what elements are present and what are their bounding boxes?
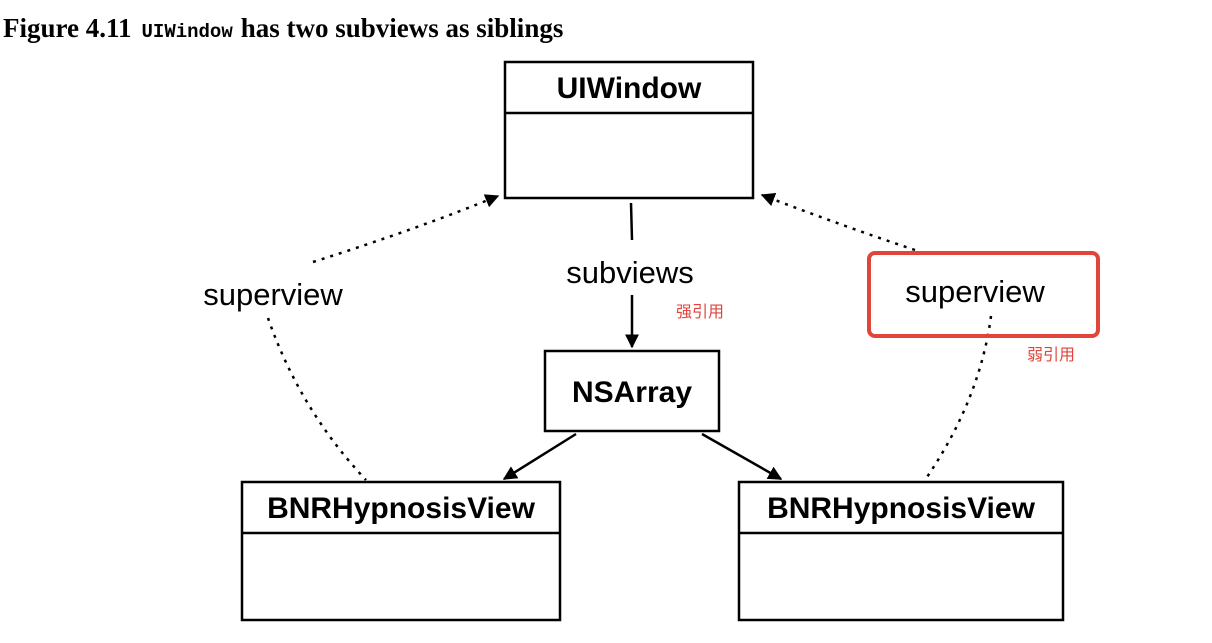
uiwindow-title: UIWindow [557,72,702,105]
nsarray-title: NSArray [572,376,692,409]
superview-right-edge-top [760,192,916,252]
superview-right-edge-bottom [923,315,993,481]
figure-code-term: UIWindow [141,21,233,43]
uiwindow-node: UIWindow [503,60,755,200]
subviews-label: subviews [566,255,694,290]
hypnosis-view-left-node: BNRHypnosisView [240,480,562,622]
weak-reference-note: 弱引用 [1027,345,1075,364]
array-to-right-view-edge [701,432,783,481]
hypnosis-view-right-title: BNRHypnosisView [767,492,1036,525]
figure-number: Figure 4.11 [3,13,132,43]
strong-reference-note: 强引用 [676,302,724,321]
nsarray-node: NSArray [543,349,721,433]
array-to-left-view-edge [502,432,577,481]
figure-caption: Figure 4.11 UIWindow has two subviews as s… [3,10,563,50]
highlight-box [867,251,1100,338]
hypnosis-view-left-title: BNRHypnosisView [267,492,536,525]
figure-caption-text: has two subviews as siblings [240,13,564,43]
superview-right-label: superview [905,274,1045,309]
superview-left-edge-top [312,194,500,264]
superview-left-edge-bottom [266,317,367,481]
hypnosis-view-right-node: BNRHypnosisView [737,480,1065,622]
subviews-edge-top [629,202,634,241]
superview-left-label: superview [203,277,343,312]
